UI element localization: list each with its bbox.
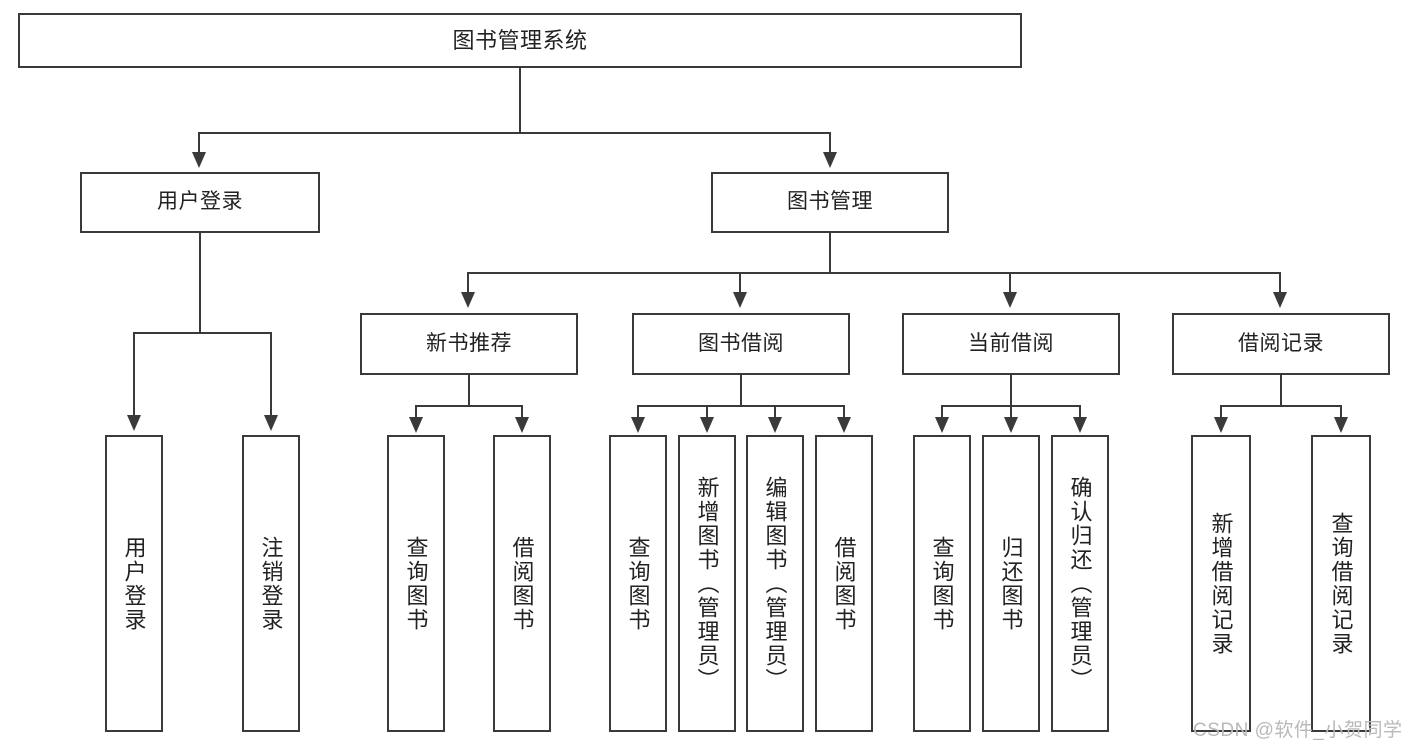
- arrowhead-leaf-logout: [264, 415, 278, 431]
- arrowhead-br-query-record: [1334, 417, 1348, 433]
- node-label: 用户登录: [157, 190, 243, 214]
- arrowhead-cb-confirm-return: [1073, 417, 1087, 433]
- node-book-borrow[interactable]: 图书借阅: [632, 313, 850, 375]
- node-label: 借阅图书: [831, 535, 857, 632]
- leaf-cb-return-book[interactable]: 归还图书: [982, 435, 1040, 732]
- arrowhead-bb-edit-book: [768, 417, 782, 433]
- connector-user-login-drop-2: [270, 332, 272, 417]
- connector-br-drop-2: [1340, 405, 1342, 419]
- node-label: 注销登录: [258, 535, 284, 632]
- connector-cb-drop-3: [1079, 405, 1081, 419]
- connector-to-new-book: [467, 272, 469, 294]
- connector-book-mgmt-stem: [829, 233, 831, 273]
- connector-bb-drop-2: [706, 405, 708, 419]
- node-label: 用户登录: [121, 535, 147, 632]
- connector-to-book-borrow: [739, 272, 741, 294]
- connector-borrow-record-bar: [1220, 405, 1342, 407]
- node-root-system[interactable]: 图书管理系统: [18, 13, 1022, 68]
- connector-root-bar: [198, 132, 831, 134]
- arrowhead-bb-borrow-book: [837, 417, 851, 433]
- connector-borrow-record-stem: [1280, 375, 1282, 406]
- arrowhead-book-mgmt: [823, 152, 837, 168]
- arrowhead-book-borrow: [733, 292, 747, 308]
- node-label: 新书推荐: [426, 331, 512, 355]
- leaf-cb-query-book[interactable]: 查询图书: [913, 435, 971, 732]
- leaf-nb-query-book[interactable]: 查询图书: [387, 435, 445, 732]
- arrowhead-borrow-record: [1273, 292, 1287, 308]
- leaf-bb-query-book[interactable]: 查询图书: [609, 435, 667, 732]
- arrowhead-cb-query-book: [935, 417, 949, 433]
- node-label: 编辑图书（管理员）: [762, 475, 788, 692]
- node-label: 新增图书（管理员）: [694, 475, 720, 692]
- connector-new-book-stem: [468, 375, 470, 406]
- connector-bb-drop-3: [774, 405, 776, 419]
- leaf-br-add-record[interactable]: 新增借阅记录: [1191, 435, 1251, 732]
- arrowhead-bb-query-book: [631, 417, 645, 433]
- node-label: 借阅图书: [509, 535, 535, 632]
- leaf-br-query-record[interactable]: 查询借阅记录: [1311, 435, 1371, 732]
- connector-cb-drop-2: [1010, 405, 1012, 419]
- node-label: 图书借阅: [698, 331, 784, 355]
- leaf-bb-add-book[interactable]: 新增图书（管理员）: [678, 435, 736, 732]
- node-label: 归还图书: [998, 535, 1024, 632]
- connector-current-borrow-stem: [1010, 375, 1012, 406]
- connector-to-current-borrow: [1009, 272, 1011, 294]
- arrowhead-new-book-recommend: [461, 292, 475, 308]
- connector-br-drop-1: [1220, 405, 1222, 419]
- connector-bb-drop-1: [637, 405, 639, 419]
- connector-root-to-user-login: [198, 132, 200, 154]
- connector-root-stem: [519, 68, 521, 133]
- node-label: 查询图书: [403, 535, 429, 632]
- connector-bb-drop-4: [843, 405, 845, 419]
- arrowhead-user-login: [192, 152, 206, 168]
- connector-new-book-bar: [415, 405, 523, 407]
- connector-to-borrow-record: [1279, 272, 1281, 294]
- connector-cb-drop-1: [941, 405, 943, 419]
- node-label: 查询图书: [929, 535, 955, 632]
- node-label: 借阅记录: [1238, 331, 1324, 355]
- csdn-watermark: CSDN @软件_小贺同学: [1193, 720, 1403, 741]
- connector-new-book-drop-2: [521, 405, 523, 419]
- node-user-login[interactable]: 用户登录: [80, 172, 320, 233]
- arrowhead-nb-query-book: [409, 417, 423, 433]
- leaf-bb-borrow-book[interactable]: 借阅图书: [815, 435, 873, 732]
- arrowhead-bb-add-book: [700, 417, 714, 433]
- leaf-nb-borrow-book[interactable]: 借阅图书: [493, 435, 551, 732]
- connector-book-borrow-bar: [637, 405, 845, 407]
- node-current-borrow[interactable]: 当前借阅: [902, 313, 1120, 375]
- leaf-logout[interactable]: 注销登录: [242, 435, 300, 732]
- node-label: 查询借阅记录: [1328, 511, 1354, 656]
- leaf-user-login[interactable]: 用户登录: [105, 435, 163, 732]
- connector-user-login-bar: [133, 332, 271, 334]
- node-label: 当前借阅: [968, 331, 1054, 355]
- node-borrow-record[interactable]: 借阅记录: [1172, 313, 1390, 375]
- connector-new-book-drop-1: [415, 405, 417, 419]
- arrowhead-cb-return-book: [1004, 417, 1018, 433]
- node-label: 确认归还（管理员）: [1067, 475, 1093, 692]
- node-new-book-recommend[interactable]: 新书推荐: [360, 313, 578, 375]
- arrowhead-current-borrow: [1003, 292, 1017, 308]
- leaf-cb-confirm-return[interactable]: 确认归还（管理员）: [1051, 435, 1109, 732]
- connector-root-to-book-mgmt: [829, 132, 831, 154]
- connector-user-login-stem: [199, 233, 201, 333]
- node-label: 新增借阅记录: [1208, 511, 1234, 656]
- connector-book-mgmt-bar: [467, 272, 1281, 274]
- arrowhead-nb-borrow-book: [515, 417, 529, 433]
- node-book-management[interactable]: 图书管理: [711, 172, 949, 233]
- node-label: 图书管理: [787, 190, 873, 214]
- arrowhead-leaf-user-login: [127, 415, 141, 431]
- node-label: 图书管理系统: [452, 27, 588, 53]
- connector-user-login-drop-1: [133, 332, 135, 417]
- arrowhead-br-add-record: [1214, 417, 1228, 433]
- leaf-bb-edit-book[interactable]: 编辑图书（管理员）: [746, 435, 804, 732]
- connector-book-borrow-stem: [740, 375, 742, 406]
- node-label: 查询图书: [625, 535, 651, 632]
